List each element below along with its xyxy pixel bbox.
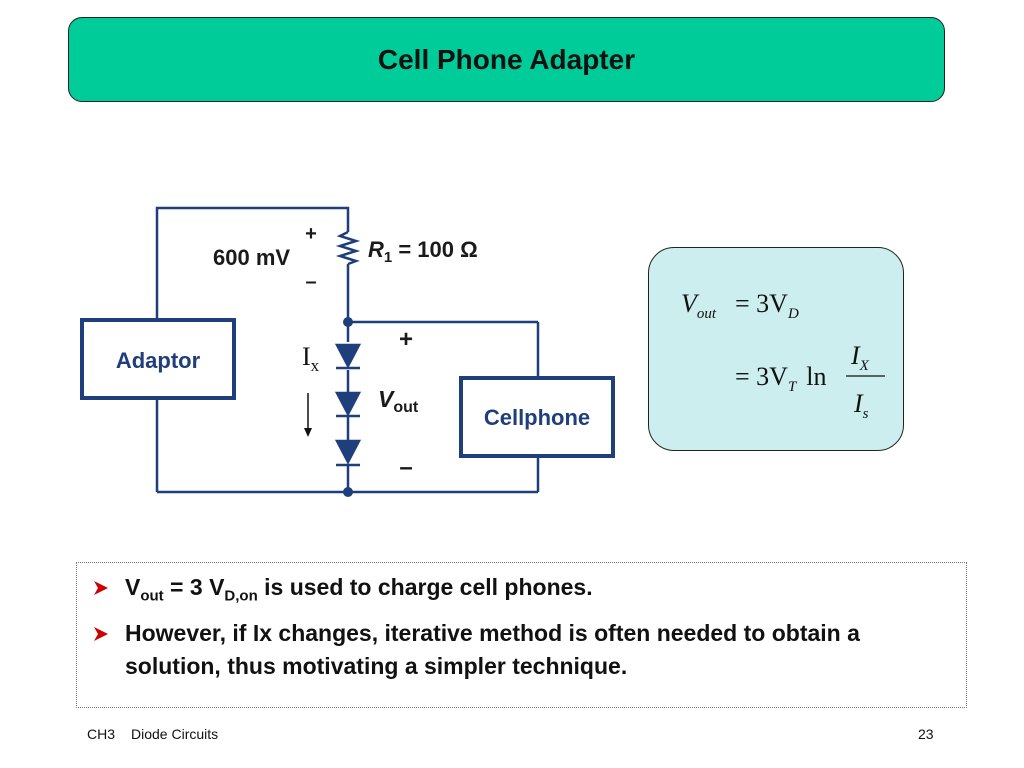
eq2-frac-den-sub: s [863, 406, 869, 422]
eq2-rhs-main: = 3V [735, 362, 788, 391]
vout-plus-sign: + [399, 326, 413, 353]
bullet-1-don: D,on [224, 587, 258, 605]
adaptor-label: Adaptor [116, 348, 201, 373]
vout-label-v: V [378, 386, 395, 412]
bullet-1-rest: is used to charge cell phones. [257, 574, 593, 600]
bullet-1-out: out [140, 587, 164, 605]
cellphone-box [459, 376, 615, 458]
cellphone-label: Cellphone [484, 405, 590, 430]
bullet-item-1: Vout = 3 VD,on is used to charge cell ph… [93, 571, 952, 613]
bullet-arrow-icon [93, 571, 125, 613]
current-label-sub: x [311, 356, 320, 375]
eq2-frac-num-sub: X [859, 358, 870, 374]
eq2-frac-num-i: I [850, 341, 861, 370]
voltage-label: 600 mV [213, 245, 290, 270]
vout-minus-sign: – [399, 454, 412, 481]
eq1-lhs-v: V [681, 289, 700, 318]
bullet-text-1: Vout = 3 VD,on is used to charge cell ph… [125, 571, 593, 613]
resistor-minus-sign: – [305, 271, 316, 293]
footer-chapter: CH3 [87, 726, 116, 742]
resistor-plus-sign: + [305, 223, 317, 245]
eq2-frac-den: Is [853, 389, 869, 422]
vout-label-sub: out [393, 399, 419, 416]
footer-left: CH3 Diode Circuits [87, 726, 234, 742]
adaptor-box [80, 318, 236, 400]
bullet-1-mid: = 3 V [163, 574, 225, 600]
eq2-frac-num: IX [850, 341, 870, 374]
resistor-label-value: = 100 Ω [392, 237, 478, 262]
resistor-label-sub: 1 [384, 249, 392, 266]
diode-3 [334, 439, 362, 465]
slide-title-banner: Cell Phone Adapter [68, 17, 945, 102]
diode-string [334, 343, 362, 467]
resistor-label-r: R [368, 237, 384, 262]
resistor-label: R1 = 100 Ω [368, 237, 478, 266]
footer-page-number: 23 [918, 726, 934, 742]
bullet-arrow-icon [93, 617, 125, 683]
eq1-lhs-sub: out [697, 306, 717, 322]
junction-dot-top [343, 317, 353, 327]
current-arrow-head [304, 428, 312, 437]
current-label-i: I [302, 342, 311, 371]
footer-topic: Diode Circuits [131, 726, 219, 742]
diode-2 [334, 391, 362, 417]
diode-1 [334, 343, 362, 369]
vout-label: Vout [378, 386, 419, 416]
wire-top [155, 206, 350, 320]
eq1-rhs-sub: D [787, 306, 799, 322]
bullet-1-v: V [125, 574, 141, 600]
eq2-ln: ln [806, 362, 826, 391]
current-label: Ix [302, 342, 320, 375]
junction-dot-bottom [343, 487, 353, 497]
bullet-text-2: However, if Ix changes, iterative method… [125, 619, 860, 679]
eq2-frac-den-i: I [853, 389, 864, 418]
eq1-lhs: Vout [681, 289, 717, 322]
slide-title: Cell Phone Adapter [377, 43, 636, 75]
eq1-rhs: = 3VD [735, 289, 799, 322]
eq2-rhs-sub: T [788, 379, 798, 395]
eq1-rhs-main: = 3V [735, 289, 788, 318]
bullet-item-2: However, if Ix changes, iterative method… [93, 617, 952, 683]
bullet-list: Vout = 3 VD,on is used to charge cell ph… [76, 562, 967, 708]
resistor-r1 [335, 230, 361, 266]
